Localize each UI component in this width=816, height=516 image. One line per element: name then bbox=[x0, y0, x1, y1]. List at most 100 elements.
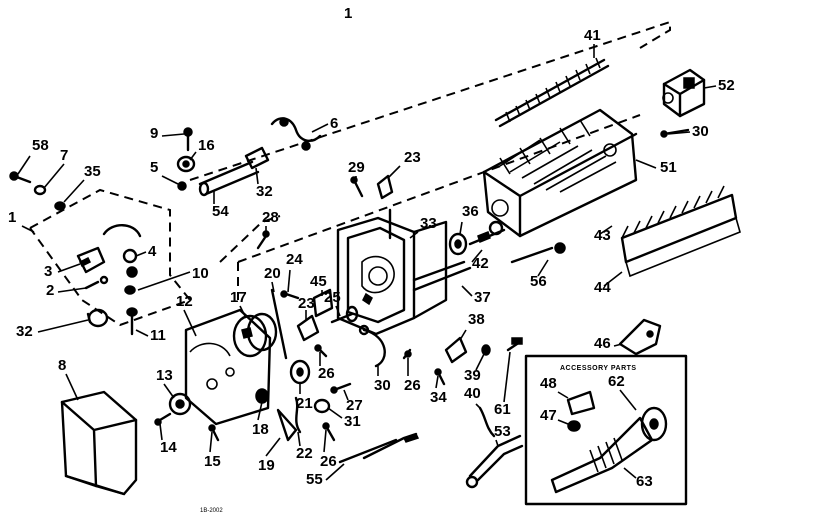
part-23-spring-upper bbox=[376, 174, 394, 200]
callout-c21: 21 bbox=[296, 395, 313, 412]
callout-c16: 16 bbox=[198, 137, 215, 154]
accessory-parts-box: ACCESSORY PARTS bbox=[524, 354, 688, 506]
callout-c51: 51 bbox=[660, 159, 677, 176]
callout-c4: 4 bbox=[148, 243, 157, 260]
callout-c55: 55 bbox=[306, 471, 323, 488]
part-24-screw bbox=[280, 290, 300, 300]
part-54-fill-tube bbox=[198, 160, 260, 197]
part-17-timer-motor bbox=[232, 312, 278, 358]
part-47-nut bbox=[567, 420, 581, 432]
part-21-gear bbox=[289, 359, 311, 385]
callout-c32b: 32 bbox=[16, 323, 33, 340]
part-11-screw bbox=[126, 307, 138, 336]
leader-line-c40 bbox=[475, 403, 481, 409]
part-39-grommet bbox=[481, 344, 491, 356]
leader-line-c48 bbox=[557, 391, 569, 399]
callout-c9: 9 bbox=[150, 125, 158, 142]
callout-c24: 24 bbox=[286, 251, 303, 268]
callout-c30b: 30 bbox=[374, 377, 391, 394]
callout-c45: 45 bbox=[310, 273, 327, 290]
assembly-dashed-outlines bbox=[29, 20, 671, 327]
leader-line-c14 bbox=[159, 423, 163, 441]
part-10-coil bbox=[102, 224, 142, 295]
part-25-pin bbox=[330, 305, 359, 324]
leader-line-c18 bbox=[257, 401, 263, 421]
callout-c13: 13 bbox=[156, 367, 173, 384]
part-4-spring bbox=[122, 248, 138, 278]
callout-c39: 39 bbox=[464, 367, 481, 384]
part-7-washer bbox=[33, 184, 47, 196]
part-41-ejector-comb bbox=[494, 57, 610, 128]
leader-line-c37 bbox=[461, 285, 473, 297]
part-30-wire-lower bbox=[358, 324, 386, 368]
part-23-spring-lower bbox=[296, 314, 320, 342]
callout-c2: 2 bbox=[46, 282, 54, 299]
callout-c52: 52 bbox=[718, 77, 735, 94]
leader-line-c25 bbox=[335, 305, 341, 317]
leader-line-c35 bbox=[63, 179, 85, 203]
part-22-spring bbox=[294, 396, 302, 434]
part-34-screw bbox=[434, 368, 446, 386]
leader-line-c36 bbox=[459, 221, 463, 235]
callout-c26a: 26 bbox=[318, 365, 335, 382]
leader-line-c58 bbox=[17, 155, 31, 175]
callout-c46: 46 bbox=[594, 335, 611, 352]
leader-line-c34 bbox=[435, 375, 439, 389]
callout-c41: 41 bbox=[584, 27, 601, 44]
callout-c54: 54 bbox=[212, 203, 229, 220]
leader-line-c38 bbox=[459, 329, 467, 341]
part-9-screw bbox=[183, 127, 193, 152]
callout-c36: 36 bbox=[462, 203, 479, 220]
leader-line-c56 bbox=[537, 259, 549, 277]
callout-c34: 34 bbox=[430, 389, 447, 406]
part-58-screw bbox=[9, 171, 32, 184]
sheet-number: 1 bbox=[344, 5, 352, 22]
part-27-bolt bbox=[330, 382, 352, 394]
leader-lines bbox=[17, 44, 717, 481]
part-51-ice-mold bbox=[482, 108, 638, 238]
callout-c40: 40 bbox=[464, 385, 481, 402]
callout-c6: 6 bbox=[330, 115, 338, 132]
callout-c29: 29 bbox=[348, 159, 365, 176]
part-45-bracket bbox=[312, 288, 334, 318]
part-5-nut bbox=[177, 181, 187, 191]
leader-line-c46 bbox=[613, 343, 623, 347]
callout-c31: 31 bbox=[344, 413, 361, 430]
callout-c3: 3 bbox=[44, 263, 52, 280]
callout-c8: 8 bbox=[58, 357, 66, 374]
callout-c5: 5 bbox=[150, 159, 158, 176]
callout-c48: 48 bbox=[540, 375, 557, 392]
callout-c30a: 30 bbox=[692, 123, 709, 140]
part-2-plunger bbox=[84, 275, 109, 290]
part-32-sleeve-lower bbox=[86, 308, 109, 328]
callout-c26c: 26 bbox=[320, 453, 337, 470]
part-46-bracket bbox=[618, 318, 662, 356]
callout-c23a: 23 bbox=[404, 149, 421, 166]
leader-line-c12 bbox=[183, 309, 197, 337]
part-42-drive-shaft bbox=[468, 220, 506, 246]
leader-line-c4 bbox=[135, 251, 147, 257]
leader-line-c26c bbox=[323, 429, 327, 453]
leader-line-c24 bbox=[287, 269, 291, 293]
leader-line-c55 bbox=[325, 463, 345, 481]
callout-c62: 62 bbox=[608, 373, 625, 390]
leader-line-c44 bbox=[603, 271, 623, 287]
leader-line-c30a bbox=[667, 131, 691, 135]
leader-line-c62 bbox=[619, 389, 637, 411]
callout-c32a: 32 bbox=[256, 183, 273, 200]
leader-line-c22 bbox=[297, 431, 301, 447]
part-61-connector bbox=[506, 337, 523, 352]
leader-line-c61 bbox=[503, 351, 511, 403]
part-14-screw bbox=[154, 412, 172, 426]
leader-line-c6 bbox=[311, 123, 329, 133]
part-8-cover bbox=[60, 390, 138, 496]
callout-c7: 7 bbox=[60, 147, 68, 164]
part-28-screw bbox=[256, 230, 270, 250]
part-55-fill-valve-tube bbox=[338, 432, 420, 464]
part-26-screw-b bbox=[402, 348, 412, 360]
part-40-terminal bbox=[478, 406, 496, 438]
part-36-washer bbox=[448, 232, 468, 256]
callout-c43: 43 bbox=[594, 227, 611, 244]
leader-line-c16 bbox=[189, 151, 197, 161]
